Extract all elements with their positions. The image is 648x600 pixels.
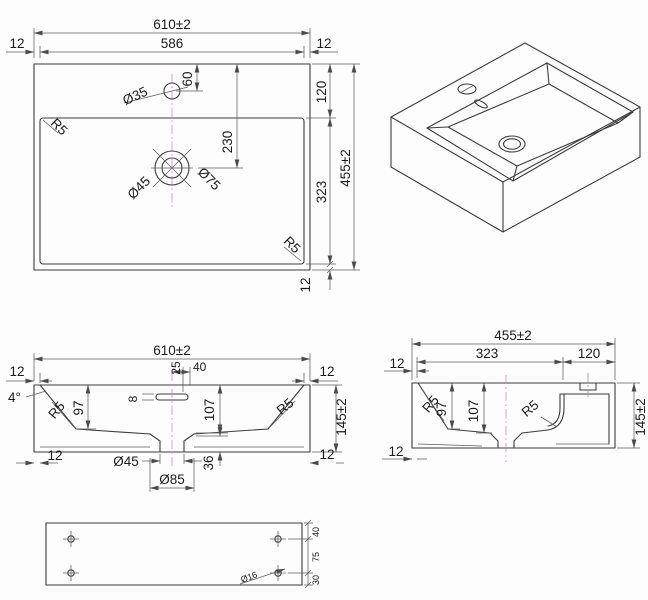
dim-slot-length: 40	[193, 360, 207, 374]
back-wall-outer	[547, 393, 565, 431]
hole-leader	[239, 568, 286, 585]
dim-edge-bottom-right: 12	[319, 447, 334, 462]
radius-leader	[51, 401, 74, 427]
angle-leader	[25, 390, 47, 398]
drain-outer-label: Ø75	[195, 164, 224, 193]
dim-depth-overall: 455±2	[338, 149, 353, 186]
radius-label-left: R5	[45, 399, 68, 422]
dim-drain-boss-height: 36	[201, 455, 216, 470]
basin-rim	[39, 117, 305, 265]
dim-depth-overall: 455±2	[494, 328, 531, 343]
mount-hole	[63, 565, 79, 581]
dim-edge-bottom: 12	[388, 444, 403, 459]
radius-leader	[283, 246, 302, 262]
dim-width-inner: 586	[161, 36, 184, 51]
radius-leader	[426, 396, 445, 422]
iso-drain-inner	[502, 138, 522, 150]
dim-hole-row-spacing: 75	[311, 552, 321, 562]
dim-height-overall: 145±2	[334, 398, 349, 435]
faucet-hole-label: Ø35	[120, 84, 149, 108]
sink-outline	[33, 63, 311, 271]
dim-hole-bottom-offset: 30	[311, 575, 321, 585]
dim-edge-right: 12	[319, 364, 334, 379]
dim-basin-inner-height: 97	[434, 401, 449, 416]
dim-basin-depth: 323	[476, 346, 499, 361]
radius-label-right: R5	[519, 397, 542, 420]
dim-edge-bottom-left: 12	[47, 448, 62, 463]
dim-drain-offset: 230	[220, 131, 235, 154]
dim-basin-depth-inner: 107	[466, 400, 481, 423]
dim-deck-depth: 120	[578, 346, 601, 361]
front-view: 610±2 12 12 4° R5 R5 97 8 25 40 107 145±…	[6, 343, 349, 492]
iso-overflow-slot	[474, 99, 488, 109]
drain-inner-label: Ø45	[124, 173, 153, 202]
dim-width-overall: 610±2	[153, 343, 190, 358]
dim-deck-depth: 120	[314, 81, 329, 104]
isometric-view	[390, 42, 641, 233]
mount-hole	[270, 531, 286, 547]
radius-leader	[540, 416, 558, 428]
radius-label-top-left: R5	[48, 115, 71, 138]
radius-label-bottom-right: R5	[281, 233, 304, 256]
drain-pipe-label: Ø45	[113, 454, 139, 469]
dim-edge-left: 12	[9, 36, 24, 51]
dim-edge-bottom: 12	[298, 277, 313, 292]
side-view: 455±2 323 120 12 R5 97 107 R5 145±2 12	[382, 328, 648, 462]
dim-height-overall: 145±2	[633, 398, 648, 435]
dim-slot-height: 8	[126, 395, 140, 402]
iso-basin-floor	[447, 83, 619, 167]
dim-edge-top: 12	[389, 356, 404, 371]
iso-bottom-edges	[390, 156, 641, 233]
mount-hole	[63, 531, 79, 547]
top-view: 610±2 586 12 12 Ø35 60 230 Ø45 Ø75 R5 R5…	[6, 17, 360, 293]
radius-leader	[270, 400, 296, 427]
faucet-leader	[123, 86, 189, 104]
dim-basin-inner-height: 97	[71, 400, 86, 415]
dim-width-overall: 610±2	[153, 17, 190, 32]
dim-edge-left: 12	[9, 364, 24, 379]
dim-faucet-offset: 60	[180, 71, 195, 86]
iso-basin-opening	[426, 62, 634, 182]
dim-hole-top-offset: 40	[311, 527, 321, 537]
iso-faucet-hole	[457, 83, 477, 95]
back-view: Ø16 40 75 30	[45, 519, 321, 589]
back-outline	[45, 522, 303, 586]
dim-edge-right: 12	[316, 36, 331, 51]
dim-basin-depth: 107	[202, 399, 217, 422]
mount-hole-label: Ø16	[239, 570, 258, 585]
iso-drain-outer	[498, 135, 526, 153]
wall-angle-label: 4°	[8, 390, 21, 405]
radius-leader	[42, 119, 59, 134]
iso-top-face	[390, 42, 641, 183]
drain-boss-label: Ø85	[159, 472, 185, 487]
dim-slot-offset: 25	[169, 361, 183, 375]
back-wall-inner	[547, 393, 561, 427]
dim-basin-depth: 323	[314, 181, 329, 204]
